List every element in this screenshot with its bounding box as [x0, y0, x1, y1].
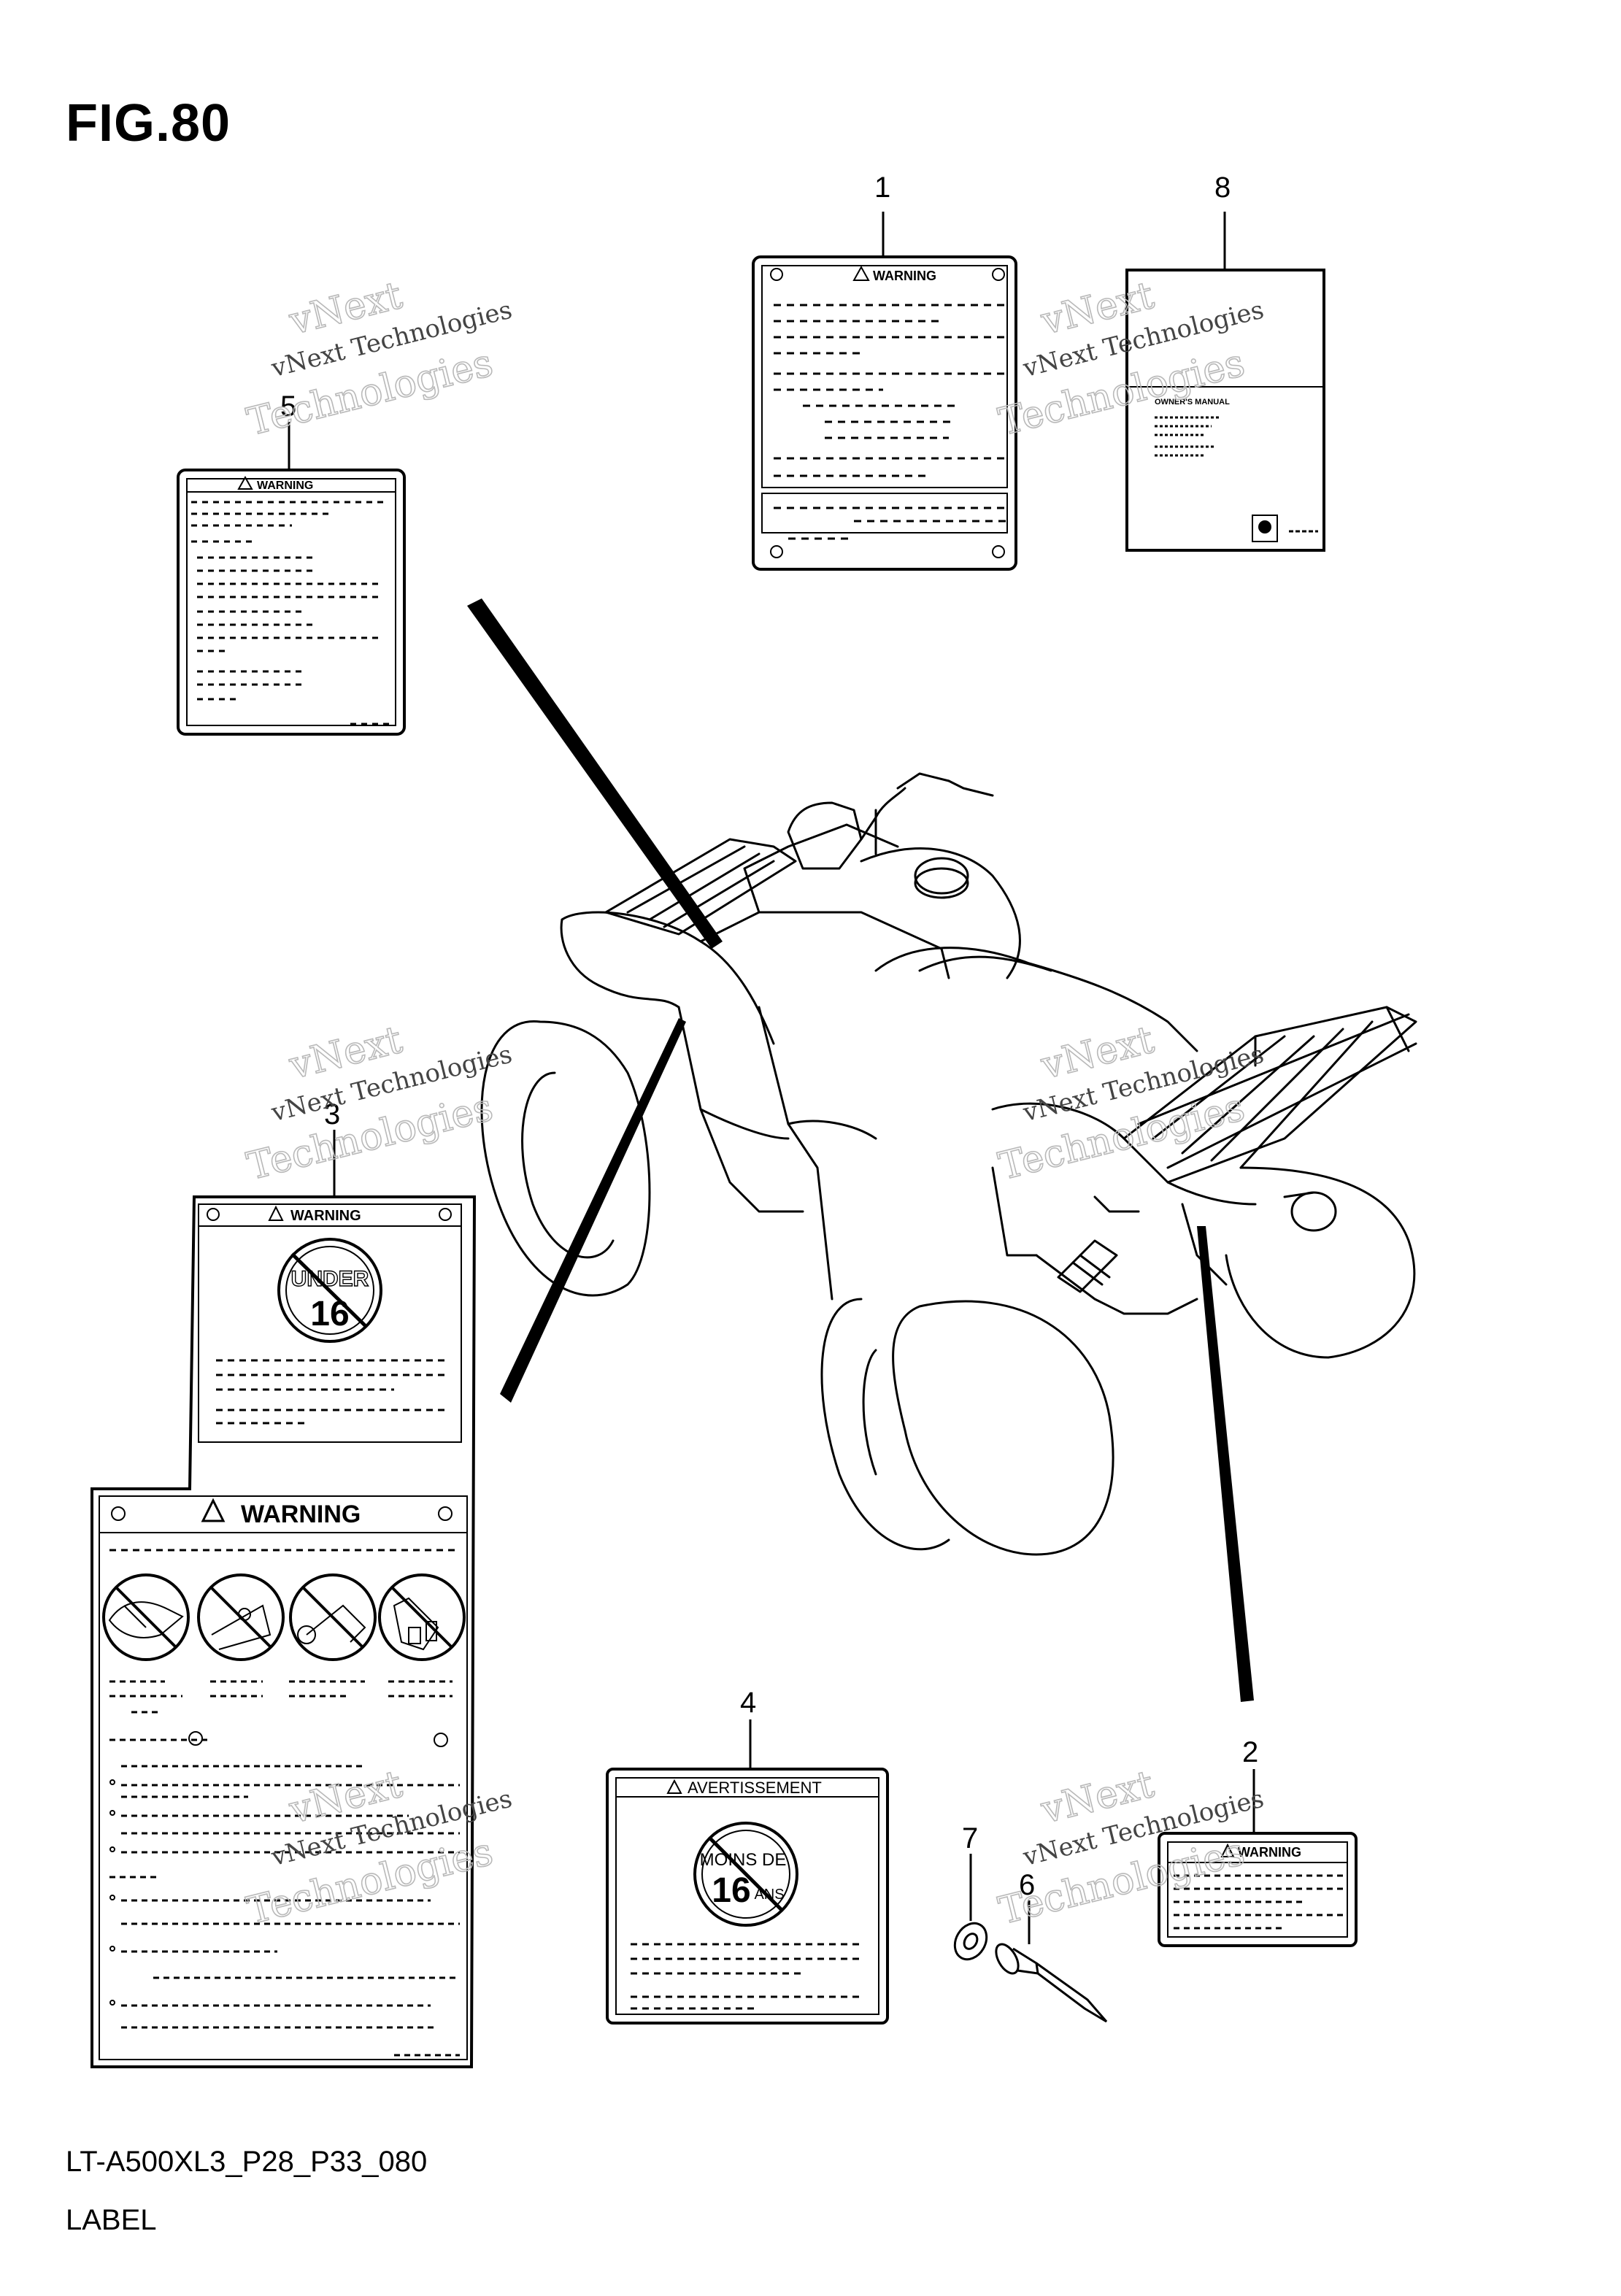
- callout-2: 2: [1242, 1736, 1258, 1768]
- under-16-top: UNDER: [291, 1267, 369, 1291]
- label-3-lower-heading: WARNING: [241, 1501, 361, 1528]
- label-5-warning: WARNING: [177, 422, 406, 736]
- part-6-rivet: [995, 1900, 1108, 2023]
- label-5-heading: WARNING: [257, 479, 313, 492]
- callout-1: 1: [874, 172, 890, 204]
- callout-7: 7: [962, 1822, 978, 1854]
- label-2-heading: WARNING: [1238, 1845, 1301, 1860]
- watermark-top-right: vNext vNext Technologies Technologies: [994, 273, 1267, 445]
- moins-16-num: 16: [712, 1871, 750, 1910]
- part-7-washer: [953, 1854, 988, 1961]
- moins-de-text: MOINS DE: [700, 1850, 787, 1870]
- label-3-heading: WARNING: [290, 1208, 361, 1224]
- atv-illustration: [480, 772, 1417, 1556]
- label-4-heading: AVERTISSEMENT: [688, 1779, 822, 1797]
- label-2-warning: WARNING: [1158, 1769, 1358, 1947]
- under-16-num: 16: [310, 1295, 349, 1333]
- owners-manual-text: OWNER'S MANUAL: [1155, 398, 1230, 407]
- label-1-warning: WARNING: [752, 212, 1017, 571]
- callout-4: 4: [740, 1687, 756, 1719]
- label-8-owners-manual: OWNER'S MANUAL: [1125, 212, 1325, 552]
- label-3-warning: WARNING UNDER 16 WARNING: [91, 1130, 477, 2068]
- callout-8: 8: [1214, 172, 1231, 204]
- watermark-bottom-right: vNext vNext Technologies Technologies: [994, 1762, 1267, 1934]
- watermark-mid-right: vNext vNext Technologies Technologies: [994, 1017, 1267, 1190]
- figure-title: FIG.80: [66, 94, 231, 153]
- figure-name: LABEL: [66, 2204, 157, 2236]
- leader-wedges: [467, 598, 1254, 1702]
- watermark-top-left: vNext vNext Technologies Technologies: [242, 273, 515, 445]
- watermark-mid-left: vNext vNext Technologies Technologies: [242, 1017, 515, 1190]
- label-4-avertissement: AVERTISSEMENT MOINS DE 16 ANS: [606, 1719, 889, 2025]
- label-1-heading: WARNING: [873, 269, 936, 283]
- callout-5: 5: [280, 390, 296, 423]
- callout-numbers: 1 2 3 4 5 6 7 8: [280, 172, 1258, 1901]
- callout-3: 3: [324, 1098, 340, 1130]
- figure-code: LT-A500XL3_P28_P33_080: [66, 2146, 428, 2178]
- callout-6: 6: [1019, 1869, 1035, 1901]
